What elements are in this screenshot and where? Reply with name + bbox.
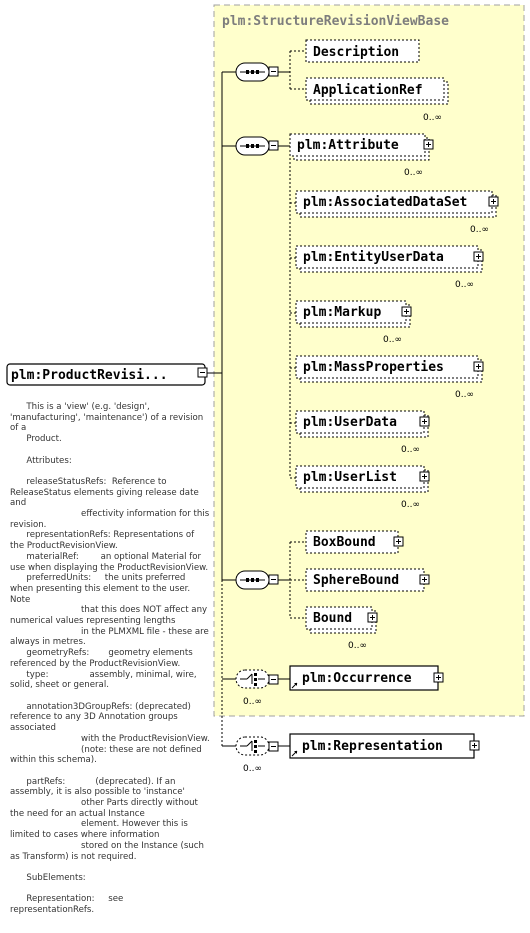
representation-expand-icon[interactable]	[469, 740, 480, 751]
element-applicationref[interactable]: ApplicationRef	[305, 77, 449, 105]
element-boxbound-label: BoxBound	[313, 535, 376, 550]
base-type-title: plm:StructureRevisionViewBase	[222, 14, 449, 29]
documentation-line	[10, 884, 210, 895]
element-userlist-label: plm:UserList	[303, 470, 397, 485]
element-attribute-label: plm:Attribute	[297, 138, 399, 153]
sequence-2-collapse-icon[interactable]	[268, 140, 279, 151]
element-entityuserdata[interactable]: plm:EntityUserData	[295, 245, 483, 273]
documentation-line	[10, 862, 210, 873]
choice-2-collapse-icon[interactable]	[268, 741, 279, 752]
root-element-label: plm:ProductRevisi...	[11, 368, 168, 383]
root-element[interactable]: plm:ProductRevisi...	[6, 363, 206, 386]
element-associateddataset-label: plm:AssociatedDataSet	[303, 195, 467, 210]
element-spherebound-label: SphereBound	[313, 573, 399, 588]
documentation-line	[10, 691, 210, 702]
entityuserdata-expand-icon[interactable]	[473, 251, 484, 262]
documentation-line: annotation3DGroupRefs: (deprecated) refe…	[10, 701, 194, 734]
sequence-1-collapse-icon[interactable]	[268, 66, 279, 77]
attribute-cardinality: 0..∞	[404, 168, 423, 178]
documentation-line: Product.	[10, 434, 62, 445]
documentation-line: Representation: see representationRefs.	[10, 894, 126, 916]
bound-cardinality: 0..∞	[348, 641, 367, 651]
element-boxbound[interactable]: BoxBound	[305, 530, 399, 554]
element-description[interactable]: Description	[305, 39, 420, 63]
documentation-line: type: assembly, minimal, wire, solid, sh…	[10, 669, 200, 691]
element-spherebound[interactable]: SphereBound	[305, 568, 425, 592]
element-userdata-label: plm:UserData	[303, 415, 397, 430]
element-massproperties[interactable]: plm:MassProperties	[295, 355, 483, 383]
bound-expand-icon[interactable]	[367, 612, 378, 623]
representation-reference-arrow-icon	[291, 750, 298, 757]
attribute-expand-icon[interactable]	[423, 139, 434, 150]
documentation-line: in the PLMXML file - these are always in…	[10, 626, 212, 648]
entityuserdata-cardinality: 0..∞	[455, 280, 474, 290]
sequence-compositor-1[interactable]	[235, 62, 270, 82]
documentation-line: releaseStatusRefs: Reference to ReleaseS…	[10, 476, 202, 509]
markup-expand-icon[interactable]	[401, 306, 412, 317]
element-representation[interactable]: plm:Representation	[289, 733, 475, 759]
documentation-line	[10, 466, 210, 477]
element-markup[interactable]: plm:Markup	[295, 300, 411, 328]
markup-cardinality: 0..∞	[383, 335, 402, 345]
element-occurrence-label: plm:Occurrence	[302, 671, 412, 686]
userdata-expand-icon[interactable]	[419, 416, 430, 427]
root-expand-icon[interactable]	[197, 367, 208, 378]
documentation-line: This is a 'view' (e.g. 'design', 'manufa…	[10, 402, 206, 434]
element-entityuserdata-label: plm:EntityUserData	[303, 250, 444, 265]
choice-1-cardinality: 0..∞	[243, 697, 262, 707]
choice-compositor-1[interactable]	[235, 669, 270, 689]
documentation-line: partRefs: (deprecated). If an assembly, …	[10, 776, 185, 798]
element-userlist[interactable]: plm:UserList	[295, 465, 429, 493]
element-representation-label: plm:Representation	[302, 739, 443, 754]
sequence-compositor-2[interactable]	[235, 136, 270, 156]
applicationref-cardinality: 0..∞	[423, 113, 442, 123]
element-userdata[interactable]: plm:UserData	[295, 410, 429, 438]
element-associateddataset[interactable]: plm:AssociatedDataSet	[295, 190, 497, 218]
occurrence-expand-icon[interactable]	[433, 672, 444, 683]
userdata-cardinality: 0..∞	[401, 445, 420, 455]
documentation-line	[10, 766, 210, 777]
documentation-line: (note: these are not defined within this…	[10, 744, 205, 766]
associateddataset-expand-icon[interactable]	[488, 196, 499, 207]
choice-2-cardinality: 0..∞	[243, 764, 262, 774]
sequence-compositor-3[interactable]	[235, 570, 270, 590]
documentation-text: This is a 'view' (e.g. 'design', 'manufa…	[10, 402, 210, 916]
userlist-expand-icon[interactable]	[419, 471, 430, 482]
choice-compositor-2[interactable]	[235, 736, 270, 756]
documentation-line: stored on the Instance (such as Transfor…	[10, 840, 207, 862]
occurrence-reference-arrow-icon	[291, 682, 298, 689]
documentation-line: geometryRefs: geometry elements referenc…	[10, 648, 196, 669]
element-bound-label: Bound	[313, 611, 352, 626]
documentation-line	[10, 445, 210, 456]
boxbound-expand-icon[interactable]	[393, 536, 404, 547]
associateddataset-cardinality: 0..∞	[470, 225, 489, 235]
documentation-line: representationRefs: Representations of t…	[10, 530, 197, 552]
documentation-line: preferredUnits: the units preferred when…	[10, 573, 193, 605]
documentation-line: with the ProductRevisionView.	[10, 733, 210, 744]
element-massproperties-label: plm:MassProperties	[303, 360, 444, 375]
massproperties-cardinality: 0..∞	[455, 390, 474, 400]
massproperties-expand-icon[interactable]	[473, 361, 484, 372]
spherebound-expand-icon[interactable]	[419, 574, 430, 585]
userlist-cardinality: 0..∞	[401, 500, 420, 510]
documentation-line: other Parts directly without the need fo…	[10, 798, 201, 819]
choice-1-collapse-icon[interactable]	[268, 674, 279, 685]
element-bound[interactable]: Bound	[305, 606, 377, 634]
element-markup-label: plm:Markup	[303, 305, 381, 320]
element-occurrence[interactable]: plm:Occurrence	[289, 665, 439, 691]
documentation-line: materialRef: an optional Material for us…	[10, 551, 209, 573]
documentation-line: element. However this is limited to case…	[10, 819, 191, 841]
documentation-line: that this does NOT affect any numerical …	[10, 605, 210, 627]
element-attribute[interactable]: plm:Attribute	[289, 133, 430, 161]
documentation-line: SubElements:	[10, 872, 86, 883]
element-description-label: Description	[313, 45, 399, 60]
sequence-3-collapse-icon[interactable]	[268, 574, 279, 585]
documentation-line: Attributes:	[10, 455, 72, 466]
documentation-line: effectivity information for this revisio…	[10, 509, 212, 530]
element-applicationref-label: ApplicationRef	[313, 83, 423, 98]
